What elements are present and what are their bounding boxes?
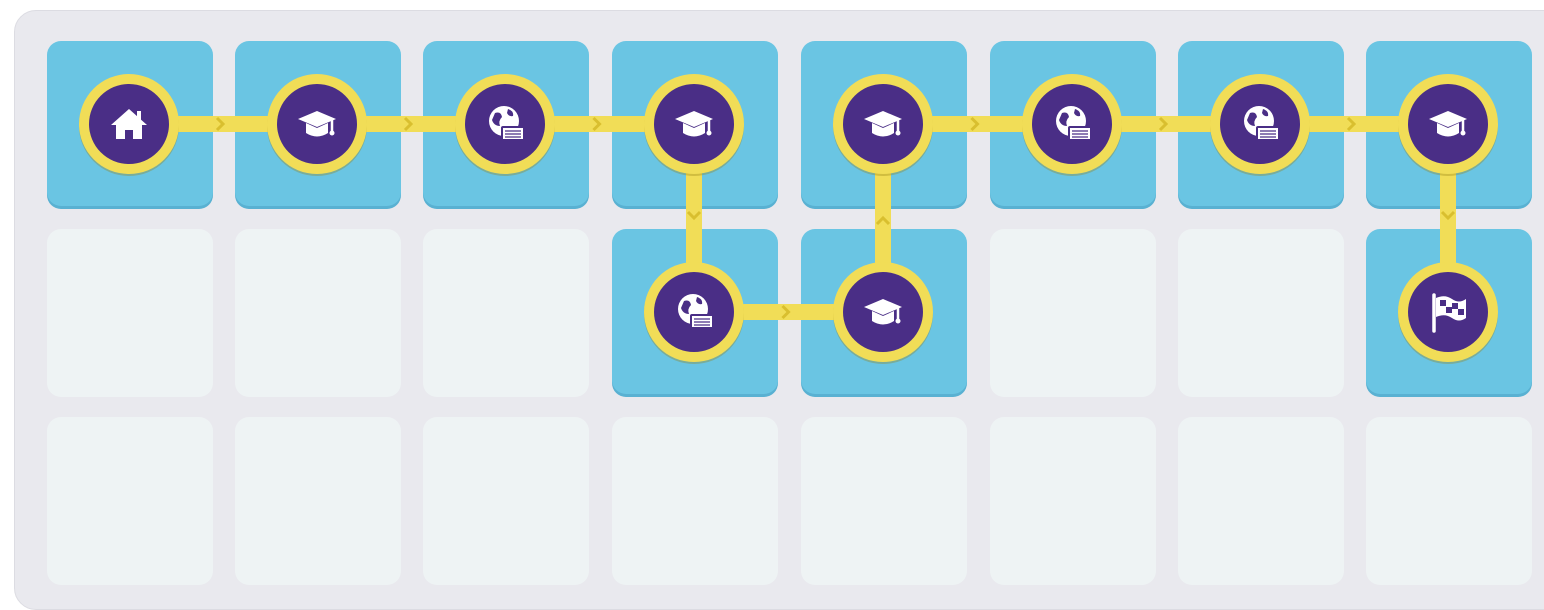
path-direction-chevron xyxy=(215,116,226,132)
route-node-11-finish[interactable] xyxy=(1398,262,1498,362)
tile-empty-r3-c8[interactable] xyxy=(1366,417,1532,585)
home-icon xyxy=(89,84,169,164)
globe-icon xyxy=(1032,84,1112,164)
globe-icon xyxy=(1220,84,1300,164)
route-node-2[interactable] xyxy=(267,74,367,174)
tile-empty-r3-c1[interactable] xyxy=(47,417,213,585)
tile-empty-r2-c6[interactable] xyxy=(990,229,1156,397)
game-board xyxy=(47,41,1532,397)
graduation-cap-icon xyxy=(1408,84,1488,164)
route-node-10[interactable] xyxy=(1398,74,1498,174)
route-node-4[interactable] xyxy=(644,74,744,174)
tile-empty-r3-c4[interactable] xyxy=(612,417,778,585)
path-direction-chevron xyxy=(781,304,791,320)
globe-icon xyxy=(465,84,545,164)
graduation-cap-icon xyxy=(654,84,734,164)
route-node-7[interactable] xyxy=(833,74,933,174)
path-direction-chevron xyxy=(1440,210,1456,221)
route-node-6[interactable] xyxy=(833,262,933,362)
path-direction-chevron xyxy=(1346,116,1357,132)
tile-empty-r3-c3[interactable] xyxy=(423,417,589,585)
route-node-8[interactable] xyxy=(1022,74,1122,174)
tile-empty-r3-c2[interactable] xyxy=(235,417,401,585)
tile-empty-r2-c1[interactable] xyxy=(47,229,213,397)
route-node-1-start[interactable] xyxy=(79,74,179,174)
graduation-cap-icon xyxy=(843,84,923,164)
tile-empty-r2-c2[interactable] xyxy=(235,229,401,397)
tile-empty-r3-c5[interactable] xyxy=(801,417,967,585)
globe-icon xyxy=(654,272,734,352)
path-direction-chevron xyxy=(1158,116,1169,132)
path-direction-chevron xyxy=(592,116,602,132)
route-path xyxy=(129,116,1456,320)
tile-empty-r3-c7[interactable] xyxy=(1178,417,1344,585)
graduation-cap-icon xyxy=(277,84,357,164)
path-direction-chevron xyxy=(403,116,414,132)
path-direction-chevron xyxy=(686,210,702,221)
graduation-cap-icon xyxy=(843,272,923,352)
route-node-5[interactable] xyxy=(644,262,744,362)
tile-empty-r2-c7[interactable] xyxy=(1178,229,1344,397)
tile-empty-r2-c3[interactable] xyxy=(423,229,589,397)
path-direction-chevron xyxy=(875,215,891,226)
route-node-9[interactable] xyxy=(1210,74,1310,174)
route-node-3[interactable] xyxy=(455,74,555,174)
checkered-flag-icon xyxy=(1408,272,1488,352)
path-direction-chevron xyxy=(970,116,980,132)
tile-empty-r3-c6[interactable] xyxy=(990,417,1156,585)
